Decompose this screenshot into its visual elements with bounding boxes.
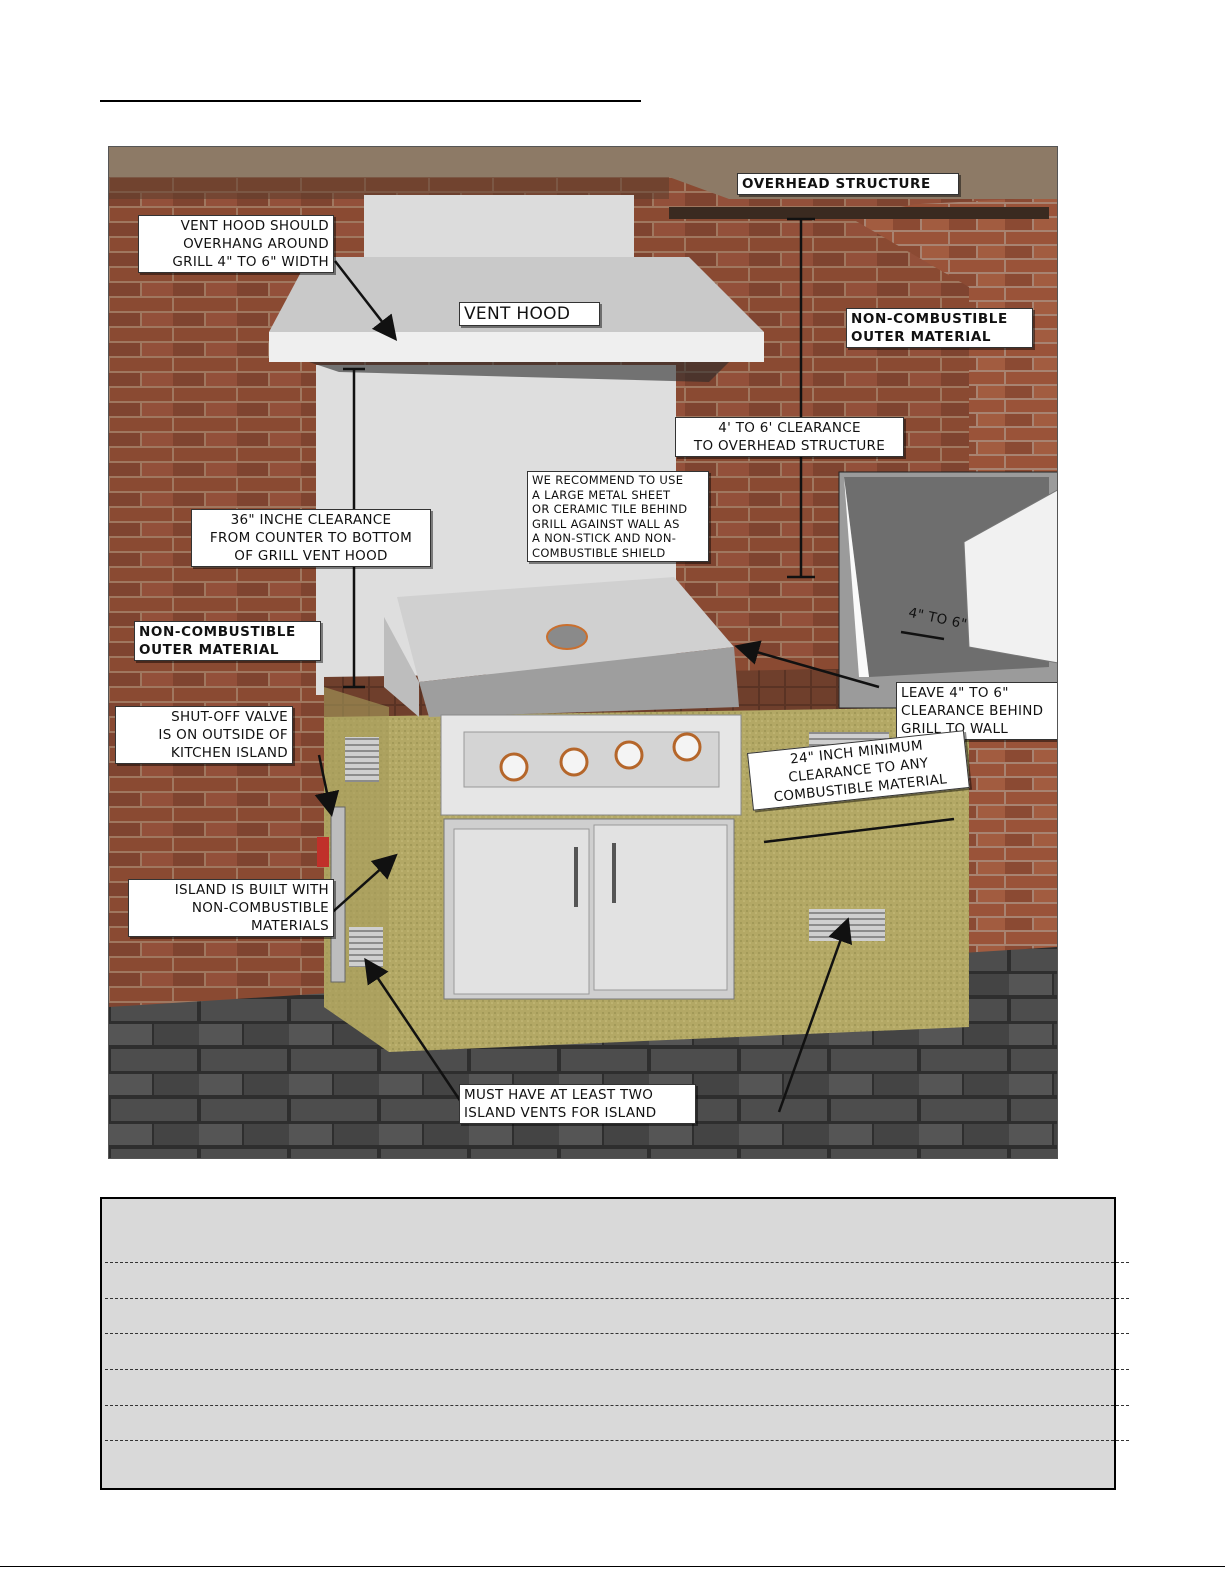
label-overhead-clearance: 4' TO 6' CLEARANCE TO OVERHEAD STRUCTURE: [675, 417, 904, 457]
label-non-combustible-left: NON-COMBUSTIBLE OUTER MATERIAL: [134, 621, 321, 661]
label-vent-hood: VENT HOOD: [459, 302, 600, 326]
label-counter-clearance: 36" INCHE CLEARANCE FROM COUNTER TO BOTT…: [191, 509, 431, 567]
label-island-vents: MUST HAVE AT LEAST TWO ISLAND VENTS FOR …: [459, 1084, 696, 1124]
label-behind-clearance: LEAVE 4" TO 6" CLEARANCE BEHIND GRILL TO…: [896, 682, 1057, 740]
notes-line-4: [105, 1369, 1129, 1370]
notes-line-3: [105, 1333, 1129, 1334]
label-non-combustible-right: NON-COMBUSTIBLE OUTER MATERIAL: [846, 308, 1033, 348]
notes-box: [100, 1197, 1116, 1490]
title-underline: [100, 100, 641, 102]
notes-line-5: [105, 1405, 1129, 1406]
notes-line-6: [105, 1440, 1129, 1441]
label-shutoff-valve: SHUT-OFF VALVE IS ON OUTSIDE OF KITCHEN …: [115, 706, 293, 764]
label-overhead-structure: OVERHEAD STRUCTURE: [737, 173, 959, 195]
notes-line-2: [105, 1298, 1129, 1299]
notes-line-1: [105, 1262, 1129, 1263]
label-island-materials: ISLAND IS BUILT WITH NON-COMBUSTIBLE MAT…: [128, 879, 334, 937]
label-vent-hood-overhang: VENT HOOD SHOULD OVERHANG AROUND GRILL 4…: [138, 215, 334, 273]
label-recommend-shield: WE RECOMMEND TO USE A LARGE METAL SHEET …: [527, 471, 709, 562]
grill-installation-diagram: OVERHEAD STRUCTURE VENT HOOD SHOULD OVER…: [108, 146, 1058, 1159]
footer-rule: [0, 1566, 1225, 1567]
